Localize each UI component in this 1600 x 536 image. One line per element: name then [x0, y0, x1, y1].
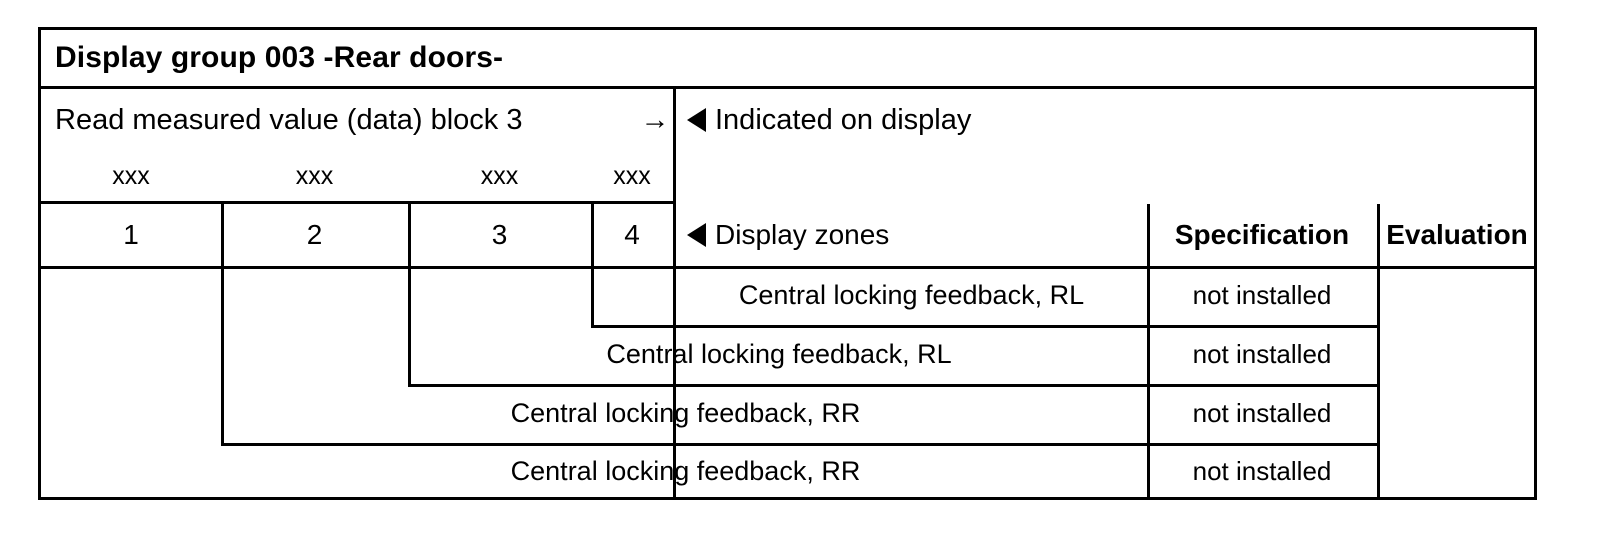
step-rule-col3: [408, 204, 411, 384]
evaluation-header: Evaluation: [1386, 219, 1528, 250]
table-row-spec-2: not installed: [1192, 339, 1332, 369]
row-divider-2: [408, 384, 1377, 387]
table-row-zone-3: Central locking feedback, RR: [510, 398, 861, 428]
read-measured-value-label: Read measured value (data) block 3: [55, 103, 523, 136]
field-placeholder-3: xxx: [480, 161, 519, 190]
display-zones-header-label: Display zones: [715, 219, 890, 250]
field-number-4: 4: [624, 219, 640, 250]
indicated-on-display-label: Indicated on display: [715, 103, 972, 136]
specification-column-divider: [1147, 204, 1150, 500]
specification-header: Specification: [1174, 219, 1350, 250]
evaluation-body-cell: [1380, 266, 1534, 500]
table-row-spec-1: not installed: [1192, 280, 1332, 310]
field-number-2: 2: [306, 219, 323, 250]
field-number-3: 3: [491, 219, 508, 250]
field-placeholder-1: xxx: [112, 161, 150, 190]
indicated-on-display-row: Indicated on display: [687, 89, 1227, 151]
measured-value-block-table: Display group 003 -Rear doors- Read meas…: [38, 27, 1537, 500]
page-title: Display group 003 -Rear doors-: [55, 41, 504, 74]
header-divider: [41, 266, 1534, 269]
title-divider: [41, 86, 1534, 89]
left-triangle-marker-icon: [687, 223, 706, 247]
left-triangle-marker-icon: [687, 108, 706, 132]
table-row-spec-4: not installed: [1192, 456, 1332, 486]
table-row-spec-3: not installed: [1192, 398, 1332, 428]
table-row-zone-4: Central locking feedback, RR: [510, 456, 861, 486]
table-row-zone-2: Central locking feedback, RL: [606, 339, 952, 369]
row-divider-3: [221, 443, 1377, 446]
evaluation-column-divider: [1377, 204, 1380, 500]
table-row-zone-1: Central locking feedback, RL: [738, 280, 1085, 310]
display-zones-header-cell: Display zones: [687, 204, 1127, 266]
step-rule-col2: [221, 204, 224, 443]
display-column-divider: [673, 89, 676, 500]
field-placeholder-2: xxx: [295, 161, 334, 190]
field-row-divider: [41, 201, 673, 204]
arrow-right-icon: →: [640, 103, 670, 136]
step-rule-col4: [591, 204, 594, 325]
field-number-1: 1: [123, 219, 139, 250]
row-divider-1: [591, 325, 1377, 328]
field-placeholder-4: xxx: [613, 161, 651, 190]
